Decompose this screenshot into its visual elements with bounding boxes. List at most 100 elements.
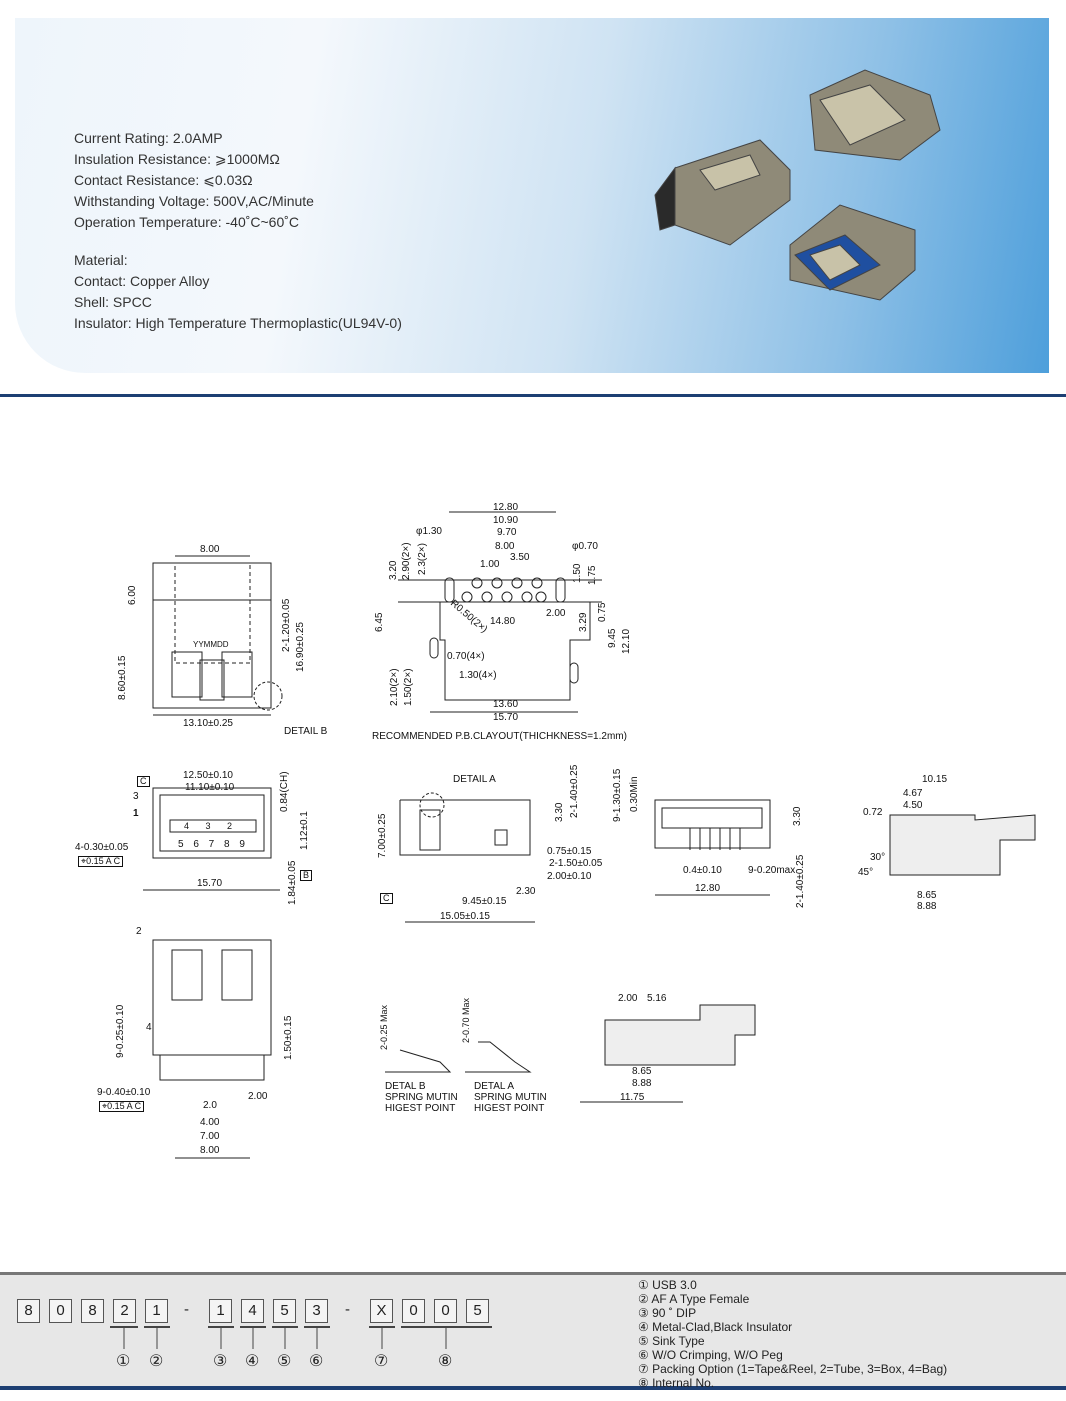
detail-drawings <box>385 1041 532 1073</box>
dim-label: 8.60±0.15 <box>117 655 128 700</box>
part-digit: 3 <box>305 1299 328 1323</box>
dim-label: 9-0.20max <box>748 865 796 876</box>
detail-caption: SPRING MUTIN <box>474 1092 547 1103</box>
part-digit: 1 <box>209 1299 232 1323</box>
callout: 2 <box>136 926 142 937</box>
spec-temperature: Operation Temperature: -40˚C~60˚C <box>74 214 300 230</box>
dim-label: 1.50±0.15 <box>283 1015 294 1060</box>
dim-label: 8.88 <box>632 1078 652 1089</box>
callout-number: ⑤ <box>277 1351 292 1370</box>
datum-c: C <box>137 776 150 787</box>
legend-item: ④ Metal-Clad,Black Insulator <box>638 1320 793 1334</box>
dim-label: 5.16 <box>647 993 667 1004</box>
part-digit: 5 <box>273 1299 296 1323</box>
datum-b: B <box>300 870 313 881</box>
part-number-legend: ① USB 3.0 ② AF A Type Female ③ 90 ˚ DIP … <box>638 1278 947 1390</box>
callout: 4 <box>146 1022 152 1033</box>
date-code: YYMMDD <box>193 640 229 649</box>
dim-label: 12.10 <box>621 628 632 654</box>
dim-label: 8.88 <box>917 901 937 912</box>
dim-label: 9-0.25±0.10 <box>115 1004 126 1058</box>
dim-label: 15.70 <box>197 878 223 889</box>
part-separator: - <box>184 1301 189 1318</box>
callout: 1 <box>133 808 139 819</box>
datum-c: C <box>380 893 393 904</box>
dim-label: 0.4±0.10 <box>683 865 722 876</box>
callout-number: ⑧ <box>438 1351 453 1370</box>
tolerance-frame: ⌖0.15 A C <box>99 1101 145 1112</box>
dim-label: φ1.30 <box>416 526 442 537</box>
dim-label: 12.80 <box>493 502 519 513</box>
pcb-layout-drawing <box>398 511 602 713</box>
dim-label: 2-0.25 Max <box>379 1004 389 1050</box>
pin-numbers: 4 3 2 <box>184 821 233 831</box>
dim-label: 8.65 <box>917 890 937 901</box>
legend-item: ⑥ W/O Crimping, W/O Peg <box>638 1348 783 1362</box>
dim-label: 6.45 <box>374 612 385 632</box>
callout-lines <box>110 1326 492 1349</box>
dim-label: 4.50 <box>903 800 923 811</box>
dim-label: 13.10±0.25 <box>183 718 233 729</box>
dim-label: 2.00 <box>618 993 638 1004</box>
dim-label: 2.00 <box>248 1091 268 1102</box>
callout-number: ④ <box>245 1351 260 1370</box>
dim-label: 13.60 <box>493 699 519 710</box>
angle-label: 45° <box>858 867 874 878</box>
dim-label: 15.70 <box>493 712 519 723</box>
pcb-layout-caption: RECOMMENDED P.B.CLAYOUT(THICHKNESS=1.2mm… <box>372 731 627 742</box>
dim-label: 3.30 <box>792 806 803 826</box>
dim-label: 8.65 <box>632 1066 652 1077</box>
dim-label: 0.70(4×) <box>447 651 485 662</box>
spec-voltage: Withstanding Voltage: 500V,AC/Minute <box>74 193 314 209</box>
dim-label: 8.00 <box>200 544 220 555</box>
dim-label: 2-0.70 Max <box>461 997 471 1043</box>
section-view-drawing <box>889 814 1036 876</box>
dim-label: 2.0 <box>203 1100 217 1111</box>
dim-label: 12.80 <box>695 883 721 894</box>
callout-number: ⑥ <box>309 1351 324 1370</box>
spec-current: Current Rating: 2.0AMP <box>74 130 223 146</box>
callout-number: ② <box>149 1351 164 1370</box>
dim-label: 3.30 <box>554 802 565 822</box>
dim-label: 11.10±0.10 <box>185 782 235 793</box>
part-digit: 2 <box>113 1299 136 1323</box>
dim-label: 0.75±0.15 <box>547 846 592 857</box>
dim-label: 2.10(2×) <box>389 668 400 706</box>
dim-label: 8.00 <box>495 541 515 552</box>
detail-caption: HIGEST POINT <box>474 1103 545 1114</box>
material-shell: Shell: SPCC <box>74 294 152 310</box>
part-digit: 8 <box>81 1299 104 1323</box>
material-heading: Material: <box>74 252 128 268</box>
dim-label: 11.75 <box>620 1092 645 1103</box>
dim-label: 1.75 <box>587 565 598 585</box>
part-digit: 0 <box>434 1299 457 1323</box>
material-contact: Contact: Copper Alloy <box>74 273 210 289</box>
dim-label: 3.50 <box>510 552 530 563</box>
dim-label: 9.45 <box>607 628 618 648</box>
legend-item: ① USB 3.0 <box>638 1278 697 1292</box>
dim-label: 2.90(2×) <box>401 542 412 580</box>
top-view-drawing <box>143 787 280 891</box>
dim-label: 12.50±0.10 <box>183 770 233 781</box>
dim-label: 2-1.50±0.05 <box>549 858 603 869</box>
dim-label: 7.00 <box>200 1131 220 1142</box>
dim-label: φ0.70 <box>572 541 598 552</box>
dim-label: 6.00 <box>127 585 138 605</box>
part-number-section: 8 0 8 2 1 - 1 4 5 3 - X 0 0 5 ① ② ③ ④ ⑤ … <box>0 1272 1066 1390</box>
dim-label: 9.45±0.15 <box>462 896 507 907</box>
rear-view-drawing <box>654 799 771 896</box>
detail-label: DETAIL B <box>284 726 328 737</box>
pin-numbers: 5 6 7 8 9 <box>178 839 245 850</box>
dim-label: 14.80 <box>490 616 516 627</box>
legend-item: ② AF A Type Female <box>638 1292 750 1306</box>
dim-label: 0.72 <box>863 807 883 818</box>
dim-label: 10.90 <box>493 515 519 526</box>
dim-label: 9-0.40±0.10 <box>97 1087 151 1098</box>
material-insulator: Insulator: High Temperature Thermoplasti… <box>74 315 402 331</box>
legend-item: ⑧ Internal No. <box>638 1376 715 1390</box>
connector-photo-2 <box>809 69 941 161</box>
side-section-drawing <box>580 1004 756 1103</box>
part-digit: 0 <box>402 1299 425 1323</box>
dim-label: 1.12±0.1 <box>299 811 310 850</box>
dim-label: 2.00 <box>546 608 566 619</box>
